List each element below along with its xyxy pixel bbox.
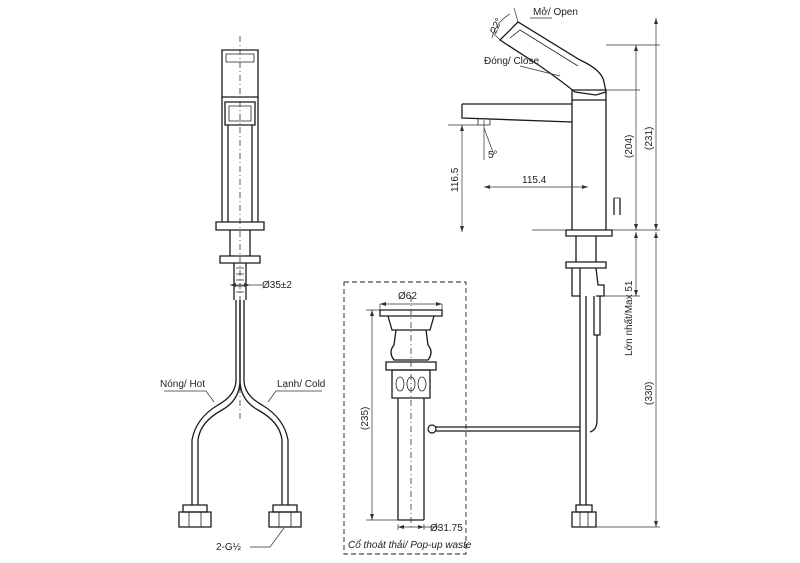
height-330-label: (330) [644, 382, 655, 405]
spout-height-label: 116.5 [450, 167, 461, 192]
thread-label: 2-G½ [216, 542, 242, 553]
base-diameter-label: Ø35±2 [262, 280, 292, 291]
close-label: Đóng/ Close [484, 56, 539, 67]
hot-label: Nóng/ Hot [160, 379, 205, 390]
cold-label: Lạnh/ Cold [277, 379, 325, 390]
height-231-label: (231) [644, 127, 655, 150]
popup-waste-detail: Ø62 (235) Ø31.75 Cổ thoát thải/ Pop-up w… [343, 281, 472, 555]
spout-reach-label: 115.4 [522, 175, 547, 186]
front-view-faucet [215, 36, 265, 420]
waste-top-dia-label: Ø62 [398, 291, 417, 302]
front-view-hoses [178, 300, 302, 528]
max51-label: Lớn nhất/Max 51 [623, 280, 635, 356]
front-view-annotations: Ø35±2 Nóng/ Hot Lạnh/ Cold 2-G½ [160, 280, 325, 553]
waste-length-label: (235) [360, 407, 371, 430]
popup-waste-caption: Cổ thoát thải/ Pop-up waste [348, 539, 472, 551]
open-label: Mở/ Open [533, 6, 578, 18]
side-view-annotations: 22° Mở/ Open Đóng/ Close 5° 116.5 115.4 … [448, 6, 660, 528]
waste-bottom-dia-label: Ø31.75 [430, 523, 463, 534]
side-view-faucet [427, 21, 621, 528]
waste-detail-frame [343, 281, 467, 555]
angle-spout-label: 5° [488, 150, 498, 161]
height-204-label: (204) [624, 135, 635, 158]
